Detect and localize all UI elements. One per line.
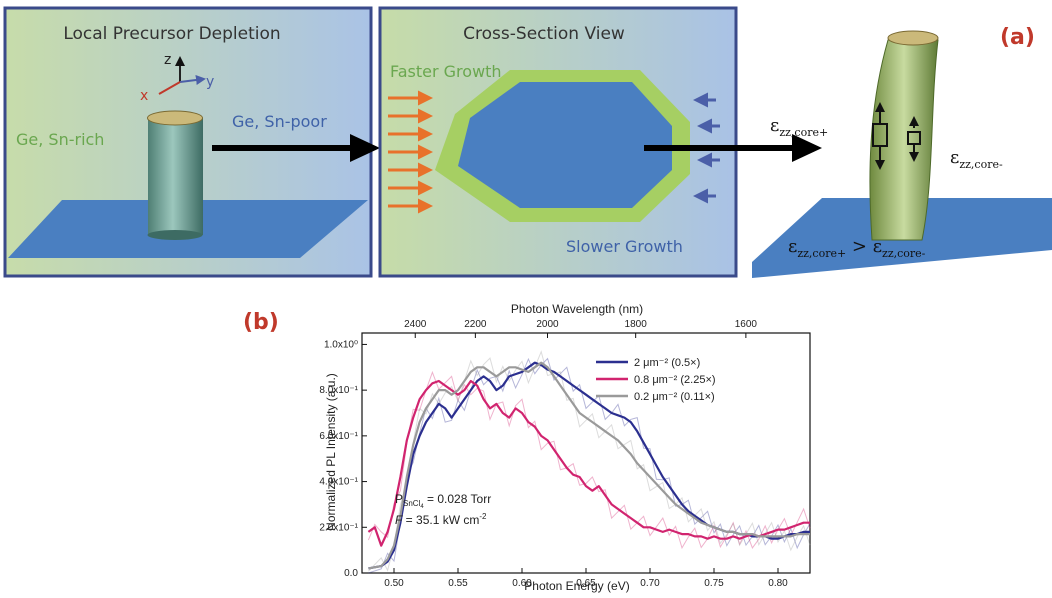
x-tick-label: 0.70: [640, 578, 660, 589]
arrow-left-to-middle: [212, 134, 380, 162]
panel-b-label: (b): [243, 310, 279, 335]
nanowire-pillar: [147, 110, 203, 240]
axis-z-label: z: [164, 52, 171, 68]
y-tick-label: 4.0x10⁻¹: [319, 477, 358, 488]
y-tick-label: 2.0x10⁻¹: [319, 522, 358, 533]
series-line-2: [368, 361, 810, 570]
x-tick-label: 0.50: [384, 578, 404, 589]
y-tick-label: 0.0: [344, 568, 358, 579]
y-axis-title: Normalized PL Intensity (a.u.): [324, 373, 338, 531]
top-x-axis-title: Photon Wavelength (nm): [511, 302, 643, 316]
strain-core-plus-label: εzz,core+: [770, 115, 828, 139]
panel-a-label: (a): [1000, 25, 1035, 50]
x-tick-label: 0.65: [576, 578, 596, 589]
y-tick-label: 1.0x10⁰: [324, 339, 358, 350]
y-tick-label: 8.0x10⁻¹: [319, 385, 358, 396]
series-line-1: [367, 379, 810, 547]
xyz-axes-icon: z y x: [140, 52, 214, 104]
top-tick-label: 1800: [625, 319, 648, 330]
legend-label: 0.8 μm⁻² (2.25×): [634, 374, 716, 386]
pressure-annotation: PSnCl4 = 0.028 Torr: [395, 492, 491, 510]
middle-panel-title: Cross-Section View: [463, 24, 625, 44]
x-tick-label: 0.60: [512, 578, 532, 589]
ge-sn-rich-label: Ge, Sn-rich: [16, 130, 104, 149]
top-tick-label: 2400: [404, 319, 427, 330]
plot-series: [367, 350, 811, 574]
top-tick-label: 2000: [536, 319, 559, 330]
axis-y-label: y: [206, 74, 214, 90]
axis-x-label: x: [140, 88, 148, 104]
fluence-annotation: F = 35.1 kW cm-2: [395, 512, 487, 527]
x-tick-label: 0.80: [768, 578, 788, 589]
x-axis-title: Photon Energy (eV): [524, 579, 629, 593]
legend-label: 2 μm⁻² (0.5×): [634, 357, 700, 369]
middle-panel-box: Cross-Section View Faster Growth Slower …: [378, 6, 738, 278]
arrow-middle-to-right: [644, 134, 822, 162]
panel-a: Local Precursor Depletion z y x Ge, Sn-r…: [3, 6, 1052, 278]
hexagon-core: [458, 82, 672, 208]
blue-growth-arrows: [693, 92, 720, 204]
legend: 2 μm⁻² (0.5×) 0.8 μm⁻² (2.25×) 0.2 μm⁻² (0…: [596, 357, 716, 403]
strain-arrow-core-minus: [907, 116, 921, 162]
strain-core-minus-label: εzz,core-: [950, 147, 1003, 171]
faster-growth-label: Faster Growth: [390, 62, 502, 81]
panel-b: (b) Photon Wavelength (nm) Photon Energy…: [243, 302, 811, 593]
top-tick-label: 2200: [464, 319, 487, 330]
slower-growth-label: Slower Growth: [566, 237, 683, 256]
x-tick-label: 0.75: [704, 578, 724, 589]
x-tick-label: 0.55: [448, 578, 468, 589]
axis-ticks: 0.50 0.55 0.60 0.65 0.70 0.75 0.80 0.0 2.0x10⁻¹ 4…: [319, 319, 788, 589]
top-tick-label: 1600: [735, 319, 758, 330]
y-tick-label: 6.0x10⁻¹: [319, 431, 358, 442]
left-panel-box: Local Precursor Depletion z y x Ge, Sn-r…: [3, 6, 373, 278]
strain-arrow-core-plus: [872, 102, 888, 170]
bent-nanowire: [752, 30, 1052, 278]
ge-sn-poor-label: Ge, Sn-poor: [232, 112, 327, 131]
legend-label: 0.2 μm⁻² (0.11×): [634, 391, 715, 403]
orange-growth-arrows: [388, 90, 433, 214]
left-panel-title: Local Precursor Depletion: [63, 24, 280, 44]
series-raw-0: [368, 357, 811, 574]
strain-inequality-label: εzz,core+ > εzz,core-: [788, 236, 926, 260]
